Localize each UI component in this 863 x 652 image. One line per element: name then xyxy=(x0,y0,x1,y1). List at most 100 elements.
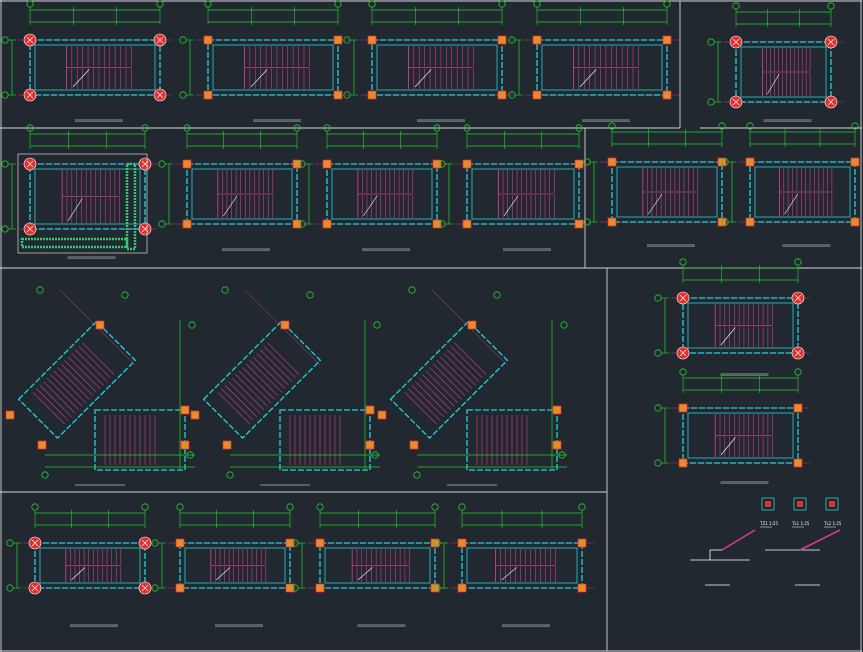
column-marker xyxy=(285,583,295,593)
grid-bubble xyxy=(156,0,164,8)
grid-bubble xyxy=(608,122,616,130)
selection-box xyxy=(17,153,148,254)
column-marker xyxy=(365,440,375,450)
grid-bubble xyxy=(151,539,159,547)
grid-bubble xyxy=(291,539,299,547)
grid-bubble xyxy=(306,291,314,299)
stair-plan-13 xyxy=(654,368,810,484)
column-marker xyxy=(333,35,343,45)
stair-plan-drawings xyxy=(1,0,863,627)
grid-bubble xyxy=(26,124,34,132)
grid-bubble xyxy=(298,220,306,228)
wall-outline xyxy=(466,163,580,225)
wall-inner xyxy=(34,168,141,225)
grid-bubble xyxy=(176,503,184,511)
column-marker xyxy=(175,583,185,593)
wall-outline xyxy=(749,161,856,223)
wall-outline xyxy=(682,297,799,354)
stair-plan-6 xyxy=(1,124,157,259)
stair-plan-2 xyxy=(179,0,350,122)
column-marker xyxy=(462,219,472,229)
grid-bubble xyxy=(291,584,299,592)
stair-plan-8 xyxy=(298,124,449,251)
column-marker xyxy=(577,583,587,593)
grid-bubble xyxy=(438,220,446,228)
grid-bubble xyxy=(718,122,726,130)
column-marker xyxy=(457,538,467,548)
wall-outline xyxy=(279,409,371,471)
grid-bubble xyxy=(707,98,715,106)
grid-bubble xyxy=(186,451,194,459)
wall-outline xyxy=(202,320,322,440)
grid-bubble xyxy=(179,36,187,44)
detail-section xyxy=(761,497,775,511)
grid-bubble xyxy=(654,349,662,357)
stair-plan-7 xyxy=(158,124,309,251)
column-marker xyxy=(432,159,442,169)
wall-inner xyxy=(324,547,431,584)
wall-inner xyxy=(740,46,827,98)
column-marker xyxy=(315,583,325,593)
column-marker xyxy=(222,440,232,450)
stair-treads xyxy=(243,46,310,89)
stair-treads xyxy=(357,170,414,218)
wall-inner xyxy=(184,547,286,584)
stair-plan-12 xyxy=(654,258,810,376)
stair-treads xyxy=(779,168,833,216)
grid-bubble xyxy=(732,2,740,10)
column-marker xyxy=(182,159,192,169)
wall-outline xyxy=(461,542,583,589)
grid-bubble xyxy=(293,124,301,132)
stair-treads xyxy=(714,304,774,347)
column-marker xyxy=(292,219,302,229)
grid-bubble xyxy=(26,0,34,8)
column-marker xyxy=(432,219,442,229)
column-marker xyxy=(367,90,377,100)
grid-bubble xyxy=(1,160,9,168)
grid-bubble xyxy=(226,471,234,479)
stair-plan-9 xyxy=(438,124,591,251)
column-marker xyxy=(577,538,587,548)
wall-inner xyxy=(687,412,794,459)
column-marker xyxy=(203,90,213,100)
detail-label: TL2 1:25 xyxy=(823,521,842,526)
grid-bubble xyxy=(323,124,331,132)
column-marker xyxy=(497,35,507,45)
wall-outline xyxy=(319,542,436,589)
grid-bubble xyxy=(721,218,729,226)
wall-outline xyxy=(735,41,832,103)
grid-bubble xyxy=(827,2,835,10)
wall-inner xyxy=(331,168,433,220)
wall-outline xyxy=(34,542,146,589)
stair-treads xyxy=(714,414,774,457)
column-marker xyxy=(552,405,562,415)
wall-outline xyxy=(94,409,186,471)
column-marker xyxy=(95,320,105,330)
wall-outline xyxy=(682,407,799,464)
wall-inner xyxy=(34,44,156,91)
diagonal-stair-plans xyxy=(5,286,568,486)
grid-bubble xyxy=(188,321,196,329)
grid-bubble xyxy=(707,38,715,46)
detail-tl2: TL2 1:25 xyxy=(823,497,842,528)
column-marker xyxy=(175,538,185,548)
grid-bubble xyxy=(368,0,376,8)
wall-inner xyxy=(754,166,851,218)
column-marker xyxy=(793,458,803,468)
wall-outline xyxy=(179,542,291,589)
column-marker xyxy=(365,405,375,415)
hatch-wall xyxy=(125,162,137,251)
column-marker xyxy=(322,159,332,169)
grid-bubble xyxy=(433,584,441,592)
column-marker xyxy=(457,583,467,593)
grid-bubble xyxy=(316,503,324,511)
grid-bubble xyxy=(583,158,591,166)
stair-treads xyxy=(66,46,132,89)
diagonal-run xyxy=(17,320,137,440)
column-marker xyxy=(190,410,200,420)
grid-bubble xyxy=(121,291,129,299)
wall-inner xyxy=(471,168,575,220)
grid-bubble xyxy=(408,286,416,294)
wall-inner xyxy=(191,168,293,220)
stair-treads xyxy=(495,549,556,582)
